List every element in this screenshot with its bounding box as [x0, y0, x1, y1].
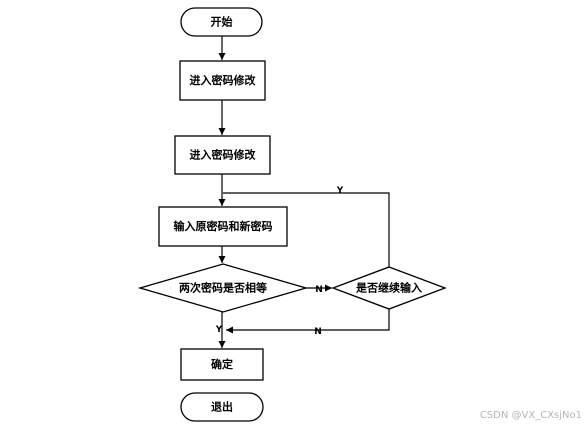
edge-continue-yes-loop	[223, 192, 390, 267]
edge-label-continue-no: N	[314, 327, 322, 337]
edge-label-compare-no: N	[315, 285, 323, 295]
edge-label-compare-yes: Y	[215, 325, 223, 335]
input-passwords-label: 输入原密码和新密码	[174, 219, 273, 233]
confirm-label: 确定	[211, 357, 233, 371]
edge-continue-no-to-confirm	[226, 309, 390, 334]
input-passwords-box: 输入原密码和新密码	[158, 206, 288, 247]
watermark-text: CSDN @VX_CXsjNo1	[479, 410, 582, 421]
continue-input-decision: 是否继续输入	[331, 266, 447, 310]
start-node-label: 开始	[211, 15, 233, 29]
edge-label-continue-yes: Y	[336, 186, 344, 196]
enter-password-change-box-2: 进入密码修改	[174, 135, 271, 175]
exit-node-label: 退出	[211, 400, 233, 414]
enter-password-change-label-2: 进入密码修改	[190, 148, 257, 162]
enter-password-change-box-1: 进入密码修改	[179, 60, 266, 101]
start-node: 开始	[180, 7, 263, 37]
compare-passwords-label: 两次密码是否相等	[179, 281, 267, 295]
compare-passwords-decision: 两次密码是否相等	[137, 263, 309, 313]
continue-input-label: 是否继续输入	[355, 281, 422, 295]
exit-node: 退出	[180, 392, 264, 422]
confirm-box: 确定	[180, 348, 264, 381]
enter-password-change-label-1: 进入密码修改	[190, 73, 257, 87]
